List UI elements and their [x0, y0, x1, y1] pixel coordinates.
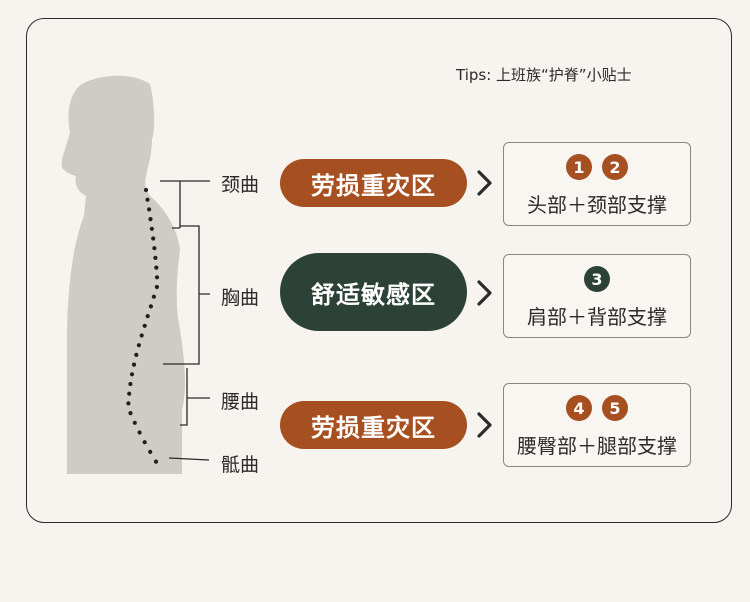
zone-pill-neck: 劳损重灾区	[280, 159, 467, 207]
spine-dot	[154, 275, 160, 280]
spine-dot	[131, 362, 137, 367]
chevron-right-icon	[477, 170, 492, 196]
spine-dot	[129, 372, 135, 377]
number-badge: 5	[602, 395, 628, 421]
spine-dot	[142, 323, 147, 328]
neck-bracket	[160, 180, 210, 229]
spine-dot	[128, 381, 133, 387]
spine-dot	[151, 236, 156, 241]
spine-dot	[134, 352, 139, 357]
spine-dot	[132, 420, 137, 425]
number-badge: 2	[602, 154, 628, 180]
number-badge: 1	[566, 154, 592, 180]
curve-label-thoracic: 胸曲	[221, 287, 260, 309]
spine-dot	[148, 217, 153, 222]
advice-text: 头部＋颈部支撑	[527, 193, 667, 217]
chevron-right-icon	[477, 412, 492, 438]
spine-dot	[149, 226, 154, 231]
spine-dot	[153, 459, 159, 464]
curve-label-neck: 颈曲	[221, 174, 260, 196]
zone-label: 舒适敏感区	[311, 280, 436, 309]
spine-dot	[137, 430, 142, 435]
spine-dot	[147, 207, 152, 212]
spine-dot	[145, 314, 150, 319]
spine-dot	[152, 246, 157, 251]
advice-text: 肩部＋背部支撑	[527, 305, 667, 329]
zone-label: 劳损重灾区	[311, 413, 436, 442]
spine-dot	[126, 401, 131, 406]
spine-dot	[142, 440, 147, 445]
curve-label-lumbar: 腰曲	[221, 391, 260, 413]
chevron-right-icon	[477, 280, 492, 306]
number-badge: 3	[584, 266, 610, 292]
spine-dot	[145, 197, 150, 202]
spine-dot	[154, 284, 159, 290]
spine-dot	[151, 294, 156, 299]
thoracic-bracket	[163, 225, 210, 365]
badge-group: 4 5	[504, 395, 690, 421]
spine-dot	[139, 333, 144, 338]
lumbar-bracket	[180, 368, 210, 426]
curve-label-sacral: 骶曲	[221, 454, 260, 476]
spine-dot	[148, 449, 153, 454]
badge-group: 1 2	[504, 154, 690, 180]
spine-dot	[153, 255, 158, 260]
spine-dot	[154, 265, 159, 270]
zone-pill-waist: 劳损重灾区	[280, 401, 467, 449]
spine-dot	[127, 391, 132, 396]
zone-label: 劳损重灾区	[311, 171, 436, 200]
spine-dot	[128, 411, 133, 416]
badge-group: 3	[504, 266, 690, 292]
number-badge: 4	[566, 395, 592, 421]
advice-box-back: 3 肩部＋背部支撑	[503, 254, 691, 338]
advice-box-neck: 1 2 头部＋颈部支撑	[503, 142, 691, 226]
body-silhouette	[61, 75, 185, 474]
spine-dots	[126, 187, 160, 464]
spine-dot	[148, 304, 153, 309]
spine-dot	[136, 343, 141, 348]
advice-box-waist: 4 5 腰臀部＋腿部支撑	[503, 383, 691, 467]
advice-text: 腰臀部＋腿部支撑	[517, 434, 677, 458]
tips-title: Tips: 上班族“护脊”小贴士	[456, 66, 632, 84]
spine-dot	[143, 187, 149, 193]
sacral-connector	[168, 457, 210, 461]
zone-pill-back: 舒适敏感区	[280, 253, 467, 331]
